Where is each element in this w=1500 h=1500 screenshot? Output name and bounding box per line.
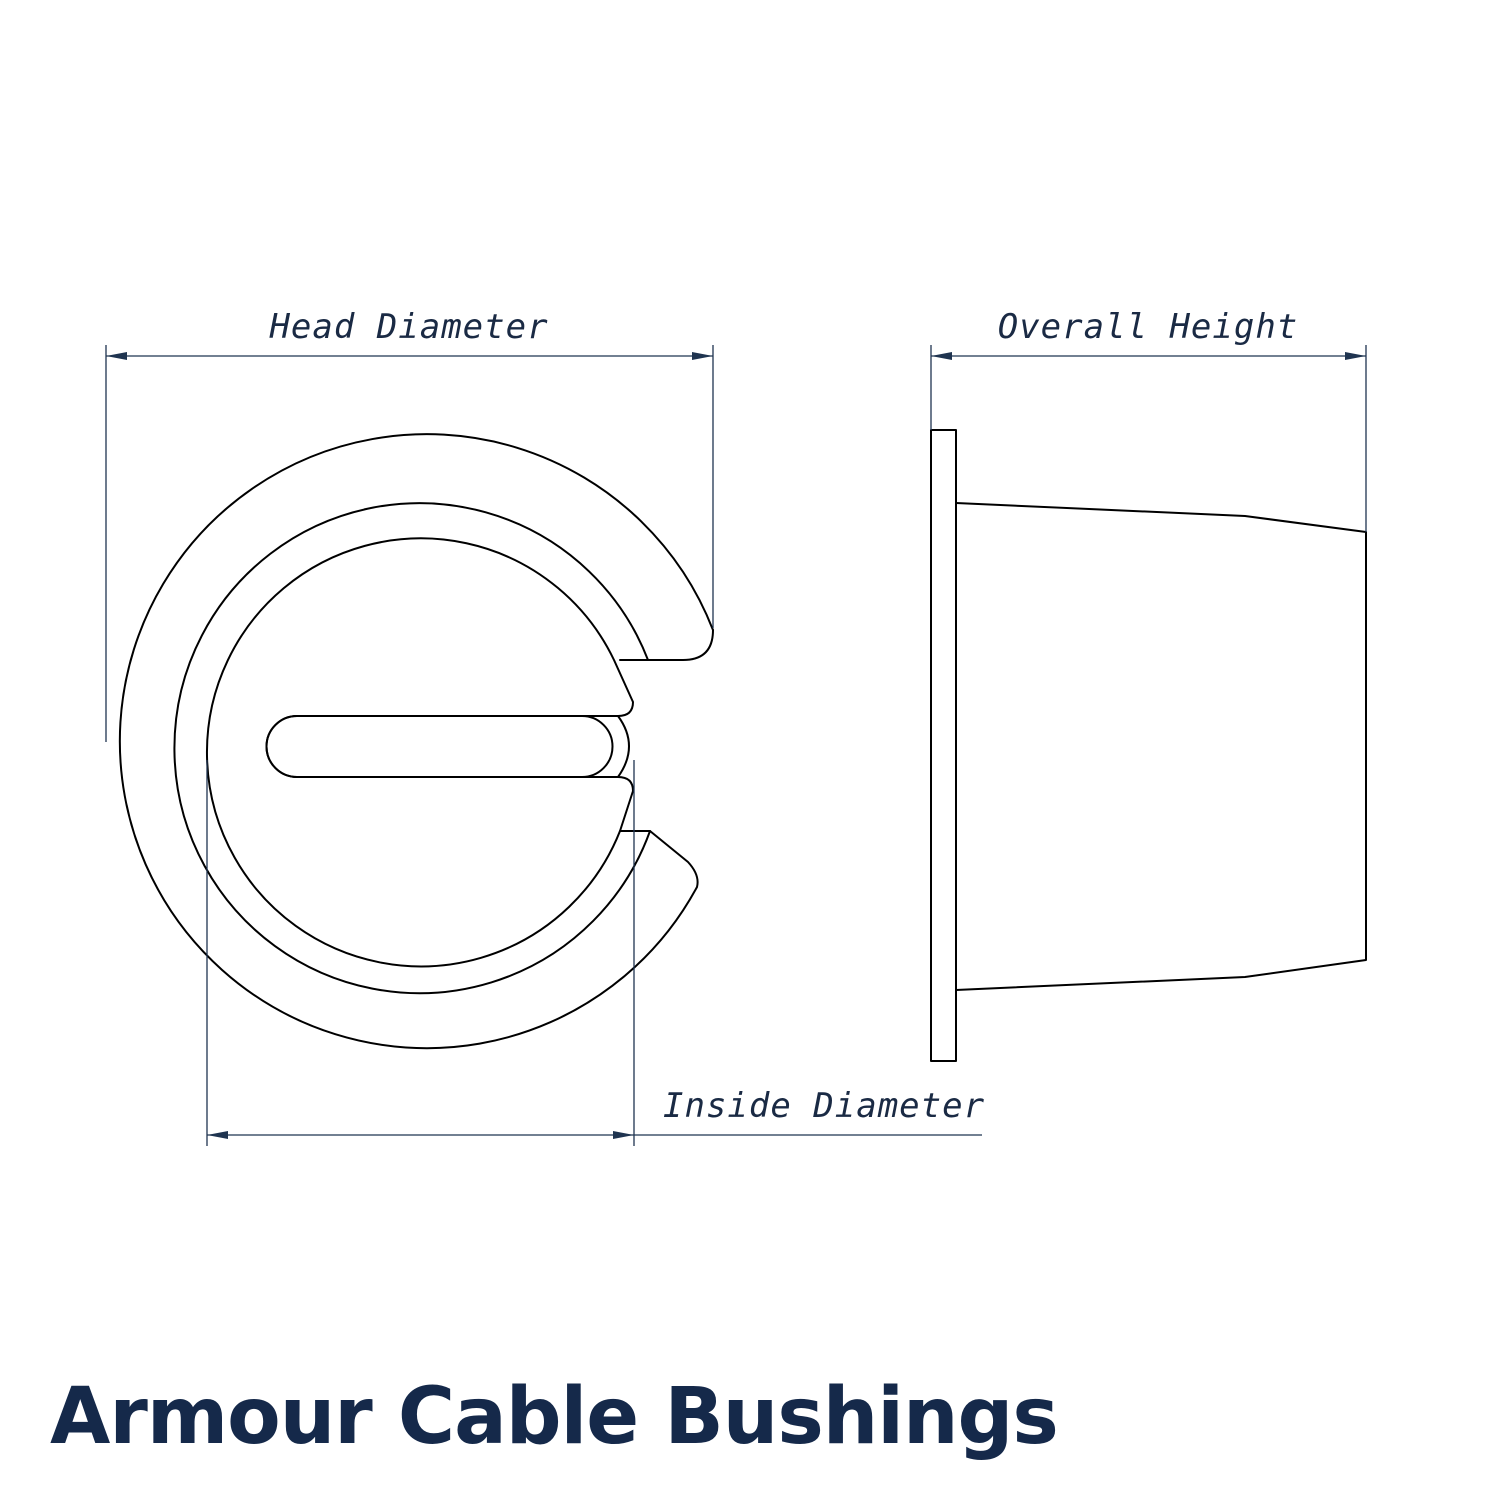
head-arrow-left (106, 352, 127, 360)
height-arrow-left (931, 352, 952, 360)
head-diameter-dimension: Head Diameter (105, 307, 714, 742)
body-outline (955, 502, 1367, 991)
inside-arrow-right (613, 1131, 634, 1139)
head-arrow-right (692, 352, 713, 360)
tongue-tip-outline (617, 715, 630, 778)
page-title: Armour Cable Bushings (50, 1372, 1059, 1462)
inside-arrow-left (207, 1131, 228, 1139)
shoulder-ring-outline (173, 502, 651, 995)
inside-diameter-dimension: Inside Diameter (206, 760, 985, 1146)
inner-bore-outline (206, 537, 634, 968)
outer-ring-outline (118, 433, 714, 1050)
flange-outline (930, 429, 957, 1062)
overall-height-dimension: Overall Height (930, 307, 1367, 532)
outer-ring-top-lip (619, 629, 714, 661)
height-arrow-right (1345, 352, 1366, 360)
inside-diameter-label: Inside Diameter (663, 1086, 985, 1126)
slot-outline (265, 715, 614, 778)
overall-height-label: Overall Height (998, 307, 1299, 347)
front-view (118, 433, 714, 1050)
head-diameter-label: Head Diameter (268, 307, 548, 347)
side-view (930, 429, 1367, 1062)
